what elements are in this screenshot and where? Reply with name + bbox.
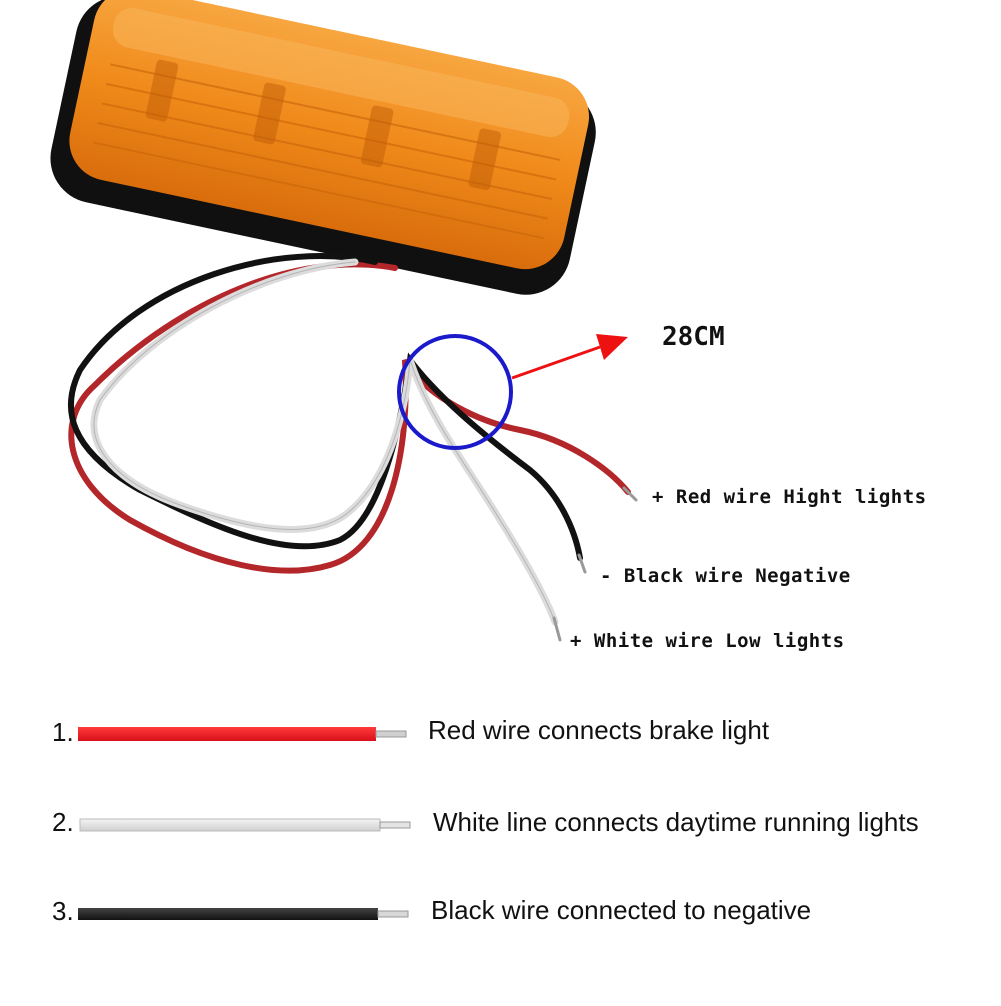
- red-wire-label: + Red wire Hight lights: [652, 486, 927, 508]
- legend-red-wire: [78, 727, 376, 741]
- black-wire-label: - Black wire Negative: [600, 565, 851, 587]
- legend-white-wire: [79, 818, 381, 832]
- length-label: 28CM: [662, 322, 725, 352]
- white-wire-tip: [552, 616, 562, 642]
- white-wire-label: + White wire Low lights: [570, 630, 845, 652]
- black-wire: [67, 253, 583, 561]
- black-wire-tip: [577, 553, 587, 574]
- legend-number: 1.: [52, 717, 74, 747]
- legend-text: Red wire connects brake light: [428, 715, 770, 745]
- legend-text: White line connects daytime running ligh…: [433, 807, 919, 837]
- red-wire-tip: [622, 486, 638, 502]
- blue-highlight-circle-icon: [397, 334, 513, 450]
- legend-black-wire-tip: [377, 910, 409, 918]
- legend-text: Black wire connected to negative: [431, 895, 812, 925]
- legend-red-wire-tip: [375, 730, 407, 738]
- legend-white-wire-tip: [379, 821, 411, 829]
- legend-number: 2.: [52, 807, 74, 837]
- amber-led-marker-light-icon: [50, 0, 596, 295]
- red-wire: [68, 261, 631, 574]
- legend-swatches: [78, 727, 411, 920]
- wire-bundle: [67, 253, 638, 642]
- red-arrow-icon: [511, 334, 628, 380]
- legend-black-wire: [78, 908, 378, 920]
- legend-number: 3.: [52, 896, 74, 926]
